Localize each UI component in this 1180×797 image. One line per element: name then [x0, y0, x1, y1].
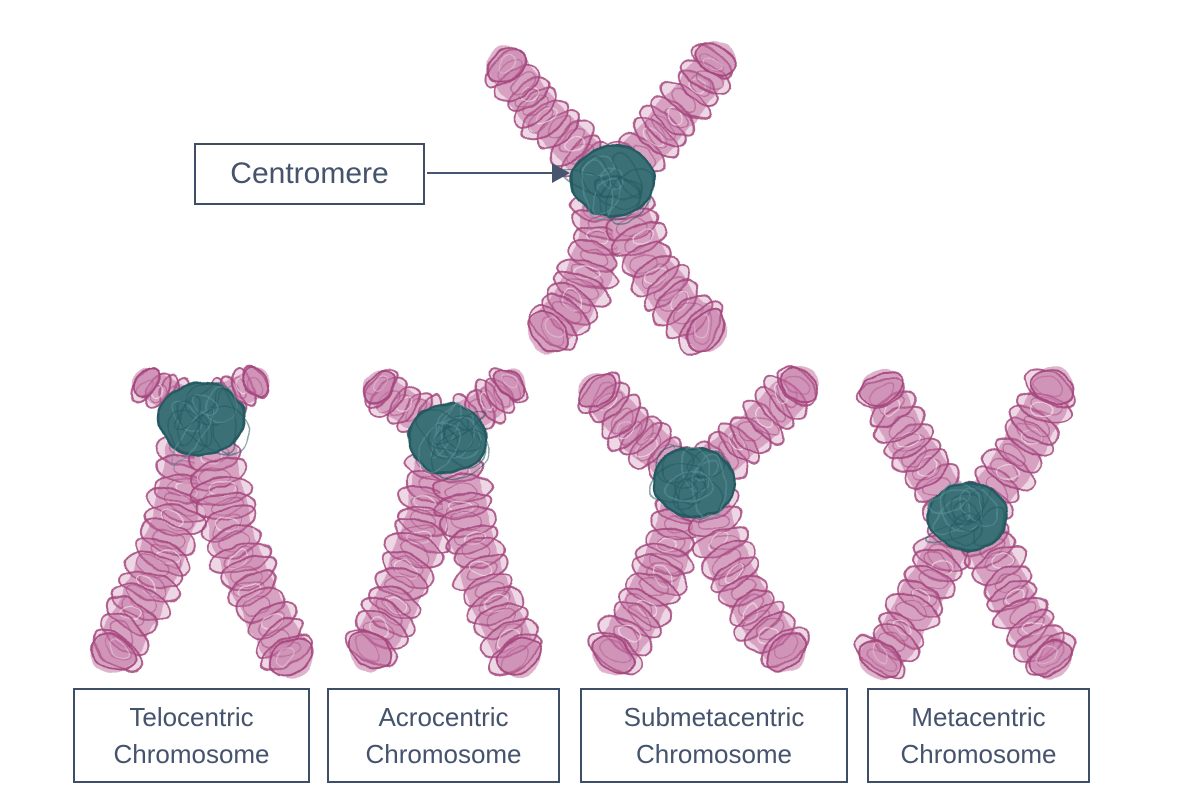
centromere-arrow-head-icon — [552, 163, 570, 183]
chromosome-submetacentric — [577, 365, 818, 675]
label-acrocentric-chromosome: Acrocentric Chromosome — [327, 688, 560, 783]
chromosome-metacentric — [854, 366, 1077, 680]
centromere-label: Centromere — [230, 157, 389, 190]
centromere-label-box: Centromere — [194, 143, 425, 205]
chromosome-telocentric — [90, 365, 314, 679]
label-metacentric-chromosome: Metacentric Chromosome — [867, 688, 1090, 783]
label-submetacentric-chromosome: Submetacentric Chromosome — [580, 688, 848, 783]
centromere-arrow-line — [427, 172, 555, 174]
label-telocentric-chromosome: Telocentric Chromosome — [73, 688, 310, 783]
chromosome-acrocentric — [344, 366, 542, 678]
label-text: Acrocentric Chromosome — [365, 701, 522, 769]
label-text: Metacentric Chromosome — [900, 701, 1057, 769]
label-text: Telocentric Chromosome — [113, 701, 270, 769]
label-text: Submetacentric Chromosome — [623, 701, 805, 769]
chromosome-annotated-example — [484, 40, 737, 356]
